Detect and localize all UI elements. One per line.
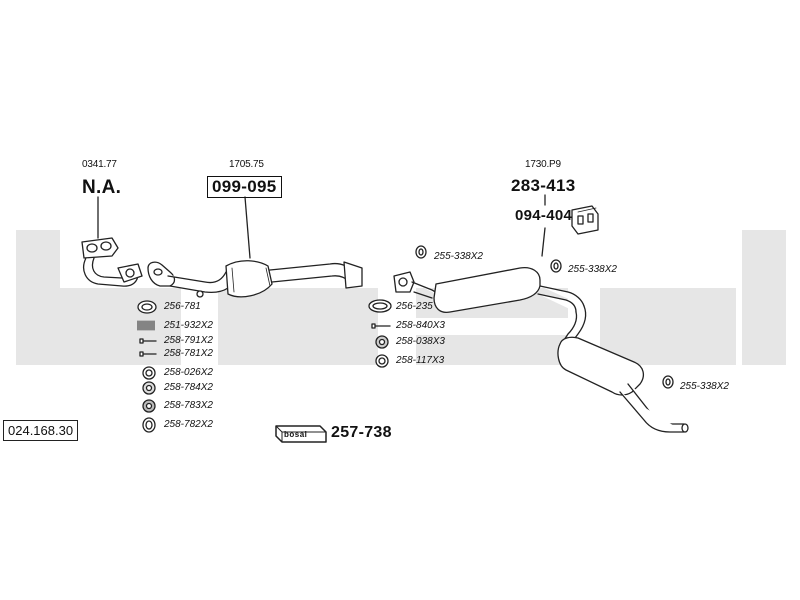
kit-code: 257-738 <box>331 424 392 441</box>
hanger-label-1: 255-338X2 <box>434 251 483 262</box>
kit-brand-label: bosal <box>284 430 308 439</box>
bolt-icon <box>371 323 391 329</box>
spring-icon <box>137 320 155 331</box>
center-pipe <box>147 260 363 298</box>
rear-ref-number: 1730.P9 <box>525 159 561 170</box>
list-item: 258-026X2 <box>164 367 213 378</box>
diagram-id: 024.168.30 <box>3 420 79 441</box>
middle-silencer <box>411 266 585 314</box>
center-ref-number: 1705.75 <box>229 159 264 170</box>
left-parts-icons <box>137 300 157 433</box>
hanger-bracket <box>571 205 599 235</box>
rear-silencer <box>557 305 689 433</box>
list-item: 258-038X3 <box>396 336 445 347</box>
hanger-label-2: 255-338X2 <box>568 264 617 275</box>
list-item: 258-840X3 <box>396 320 445 331</box>
list-item: 258-782X2 <box>164 419 213 430</box>
front-pipe <box>81 237 143 287</box>
kit-box-icon <box>275 425 327 443</box>
mid-flange <box>393 271 415 293</box>
center-code: 099-095 <box>207 176 282 198</box>
list-item: 258-784X2 <box>164 382 213 393</box>
list-item: 256-235 <box>396 301 433 312</box>
list-item: 258-117X3 <box>396 355 445 366</box>
rear-leader-2 <box>541 227 546 257</box>
list-item: 258-783X2 <box>164 400 213 411</box>
list-item: 256-781 <box>164 301 201 312</box>
list-item: 258-791X2 <box>164 335 213 346</box>
center-leader <box>244 196 251 259</box>
middle-parts-icons <box>368 299 392 368</box>
rear-sub-code: 094-404 <box>515 207 573 224</box>
hanger-label-3: 255-338X2 <box>680 381 729 392</box>
rear-code: 283-413 <box>511 176 576 195</box>
hanger-rubbers <box>415 245 674 389</box>
front-code: N.A. <box>82 177 122 198</box>
front-ref-number: 0341.77 <box>82 159 117 170</box>
bolt-icon <box>139 338 157 357</box>
list-item: 251-932X2 <box>164 320 213 331</box>
list-item: 258-781X2 <box>164 348 213 359</box>
